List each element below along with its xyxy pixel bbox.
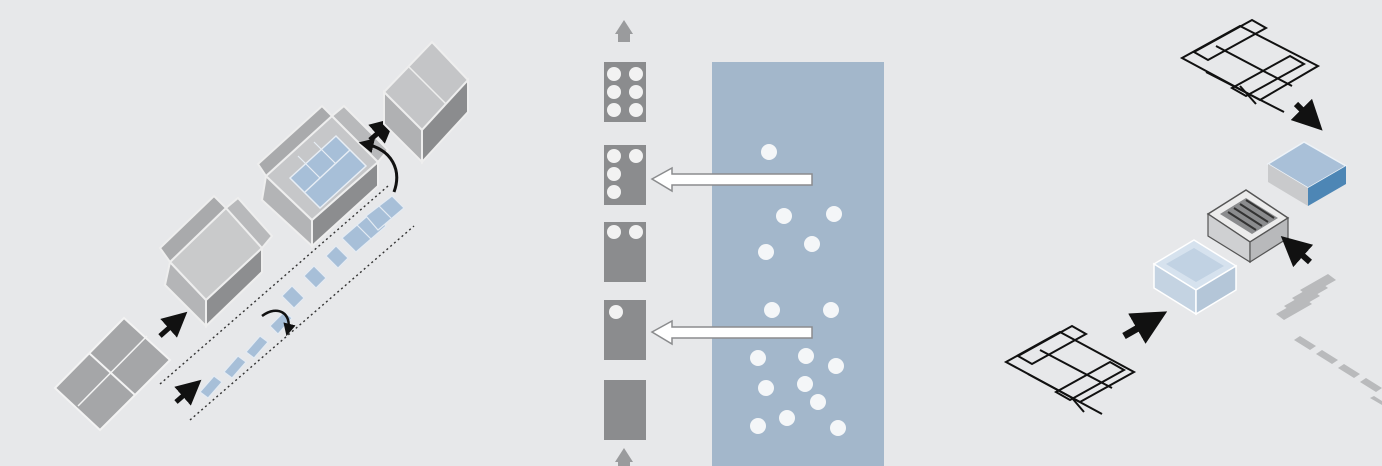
product-stream-icon: [712, 62, 884, 466]
flow-arrow-icon: [158, 311, 188, 338]
slot-icon: [604, 62, 646, 122]
rotate-arrow-icon: [261, 309, 296, 337]
loaded-tray-icon: [1206, 189, 1290, 264]
transfer-arrow-icon: [650, 319, 813, 346]
product-conveyor-icon: [159, 185, 415, 421]
rotate-arrow-icon: [358, 138, 399, 193]
carton-blank-icon: [1179, 18, 1321, 113]
up-arrow-icon: [615, 20, 633, 42]
tray-packing-panel: [1003, 18, 1382, 415]
lid-icon: [1266, 141, 1348, 206]
product-grouping-panel: [604, 20, 884, 466]
slot-icon: [604, 300, 646, 360]
flow-arrow-icon: [368, 117, 396, 144]
open-tray-icon: [1152, 239, 1238, 316]
up-arrow-icon: [615, 448, 633, 466]
flow-arrow-icon: [1280, 236, 1314, 268]
case-packing-panel: [53, 40, 470, 432]
flow-arrow-icon: [1290, 98, 1323, 131]
slot-icon: [604, 380, 646, 440]
product-feed-icon: [1276, 274, 1382, 405]
slot-icon: [604, 145, 646, 205]
closed-carton-icon: [382, 40, 470, 165]
transfer-arrow-icon: [650, 166, 813, 193]
filled-carton-icon: [256, 104, 390, 249]
carton-blank-icon: [1003, 324, 1137, 415]
flow-arrow-icon: [1122, 311, 1168, 344]
slot-icon: [604, 222, 646, 282]
open-carton-icon: [158, 194, 274, 329]
flow-arrow-icon: [174, 379, 202, 406]
flat-carton-icon: [53, 316, 172, 432]
